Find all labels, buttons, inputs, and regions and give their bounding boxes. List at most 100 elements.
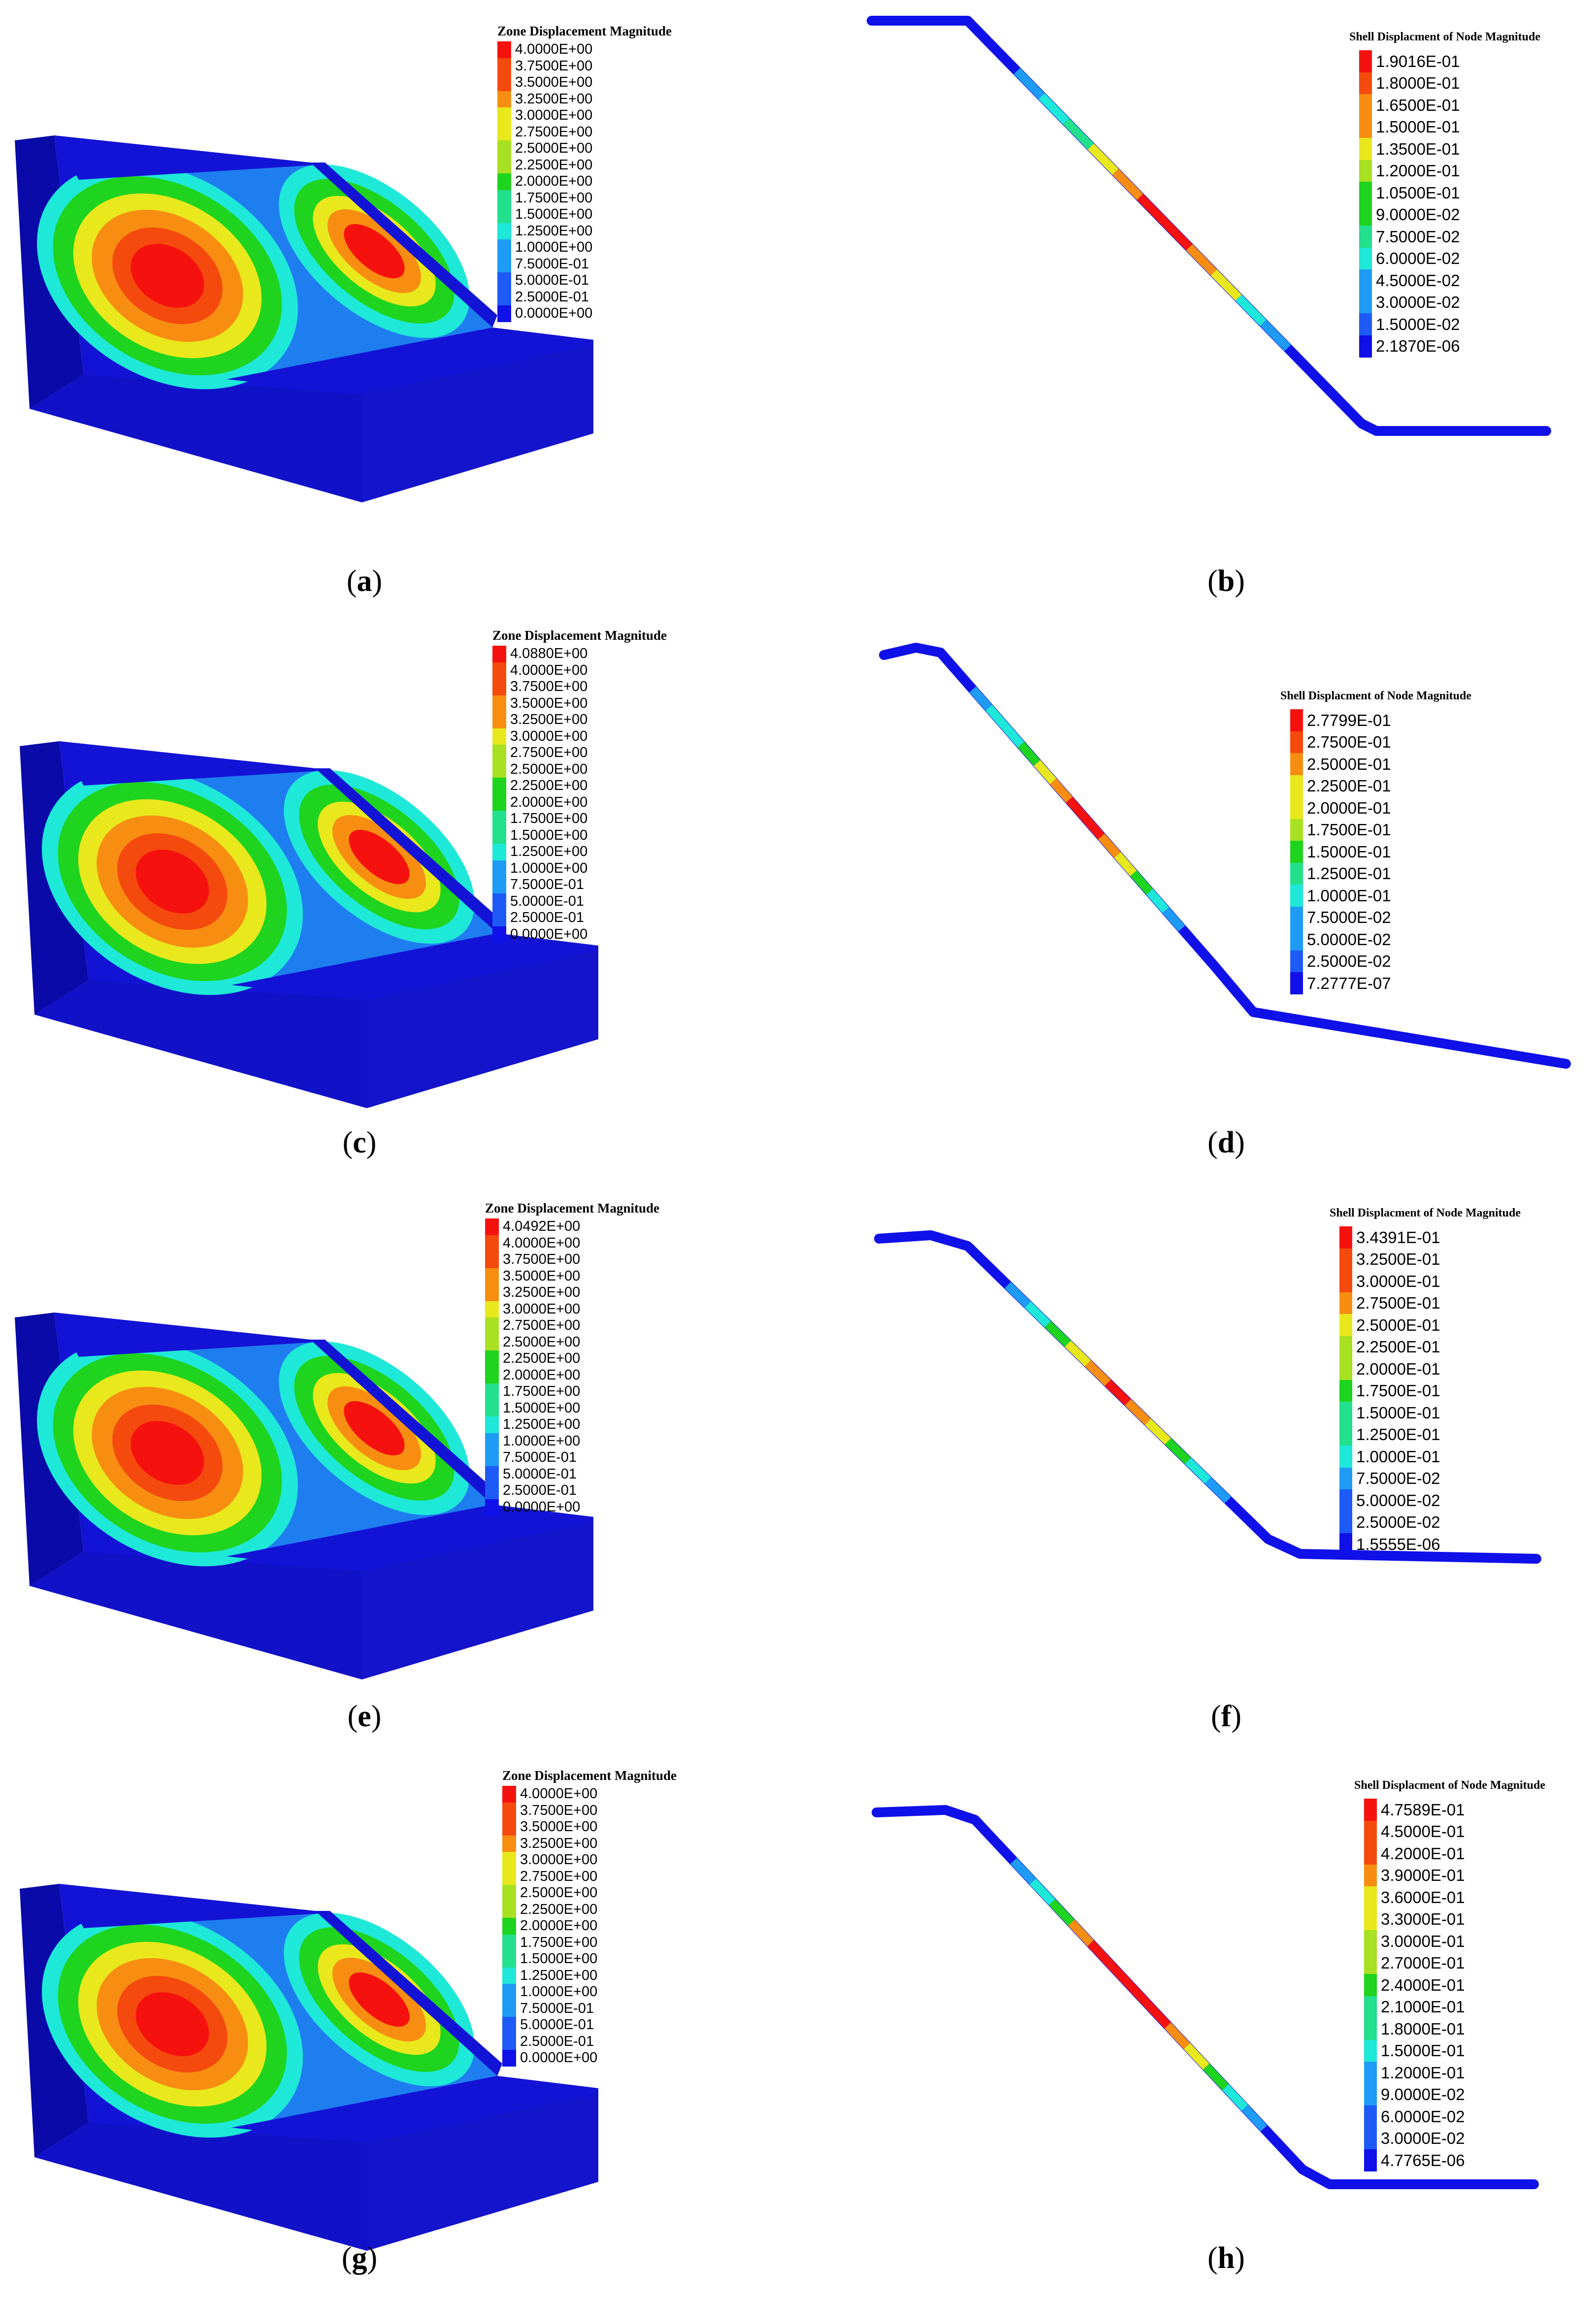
legend-label: 3.5000E+00 bbox=[510, 695, 588, 711]
legend-label: 7.5000E-01 bbox=[503, 1449, 577, 1466]
legend-swatch bbox=[492, 877, 506, 893]
legend-swatch bbox=[492, 761, 506, 778]
shell-profile-f bbox=[874, 1230, 1541, 1564]
shell-segment bbox=[1162, 907, 1185, 932]
legend-label: 0.0000E+00 bbox=[520, 2050, 598, 2066]
shell-segment bbox=[964, 17, 996, 49]
shell-segment bbox=[1235, 295, 1267, 326]
legend-label: 2.5000E-01 bbox=[1356, 1315, 1440, 1334]
shell-segment bbox=[1024, 1301, 1051, 1328]
legend-swatch bbox=[1364, 2062, 1377, 2084]
legend-swatch bbox=[1290, 862, 1303, 885]
shell-segment bbox=[1049, 778, 1073, 803]
legend-swatch bbox=[502, 1951, 516, 1968]
legend-title: Zone Displacement Magnitude bbox=[492, 628, 667, 643]
shell-segment bbox=[1164, 2022, 1190, 2049]
legend-label: 3.0000E-02 bbox=[1376, 293, 1460, 312]
shell-segment bbox=[984, 1262, 1011, 1288]
shell-segment bbox=[1029, 1878, 1056, 1906]
legend-swatch bbox=[502, 2050, 516, 2067]
legend-label: 2.7500E-01 bbox=[1307, 733, 1391, 752]
caption-g: (g) bbox=[341, 2241, 378, 2275]
legend-swatch bbox=[1290, 753, 1303, 775]
legend-label: 2.7500E+00 bbox=[510, 745, 588, 761]
shell-profile-d bbox=[879, 643, 1571, 1069]
shell-segment bbox=[1034, 760, 1057, 785]
shell-segment bbox=[972, 1816, 998, 1843]
model-toe bbox=[231, 2076, 598, 2142]
legend-label: 4.0492E+00 bbox=[503, 1218, 581, 1235]
legend-swatch bbox=[485, 1334, 499, 1351]
legend-label: 2.5000E-01 bbox=[503, 1482, 577, 1499]
legend-swatch bbox=[485, 1235, 499, 1252]
shell-segment bbox=[1222, 2084, 1248, 2111]
legend-label: 1.7500E+00 bbox=[510, 811, 588, 827]
legend-swatch bbox=[485, 1301, 499, 1318]
legend-label: 4.5000E-02 bbox=[1376, 271, 1460, 290]
shell-segment bbox=[1137, 194, 1168, 226]
shell-segment bbox=[1005, 1281, 1031, 1308]
legend-swatch bbox=[1364, 1952, 1377, 1974]
legend-swatch bbox=[497, 206, 511, 223]
legend-label: 9.0000E-02 bbox=[1376, 205, 1460, 224]
legend-swatch bbox=[502, 1901, 516, 1918]
legend-swatch bbox=[1339, 1226, 1352, 1249]
legend-label: 3.9000E-01 bbox=[1381, 1866, 1465, 1885]
legend-label: 4.0000E+00 bbox=[515, 41, 593, 58]
legend-swatch bbox=[497, 124, 511, 141]
legend-swatch bbox=[492, 679, 506, 695]
legend-swatch bbox=[1359, 313, 1372, 335]
legend-label: 1.2500E+00 bbox=[515, 223, 593, 239]
legend-label: 1.3500E-01 bbox=[1376, 139, 1460, 158]
legend-label: 2.0000E+00 bbox=[510, 794, 588, 810]
shell-segment bbox=[1210, 269, 1242, 301]
legend-swatch bbox=[1339, 1489, 1352, 1511]
legend-swatch bbox=[485, 1482, 499, 1499]
legend-label: 1.8000E-01 bbox=[1376, 74, 1460, 93]
legend-swatch bbox=[1290, 928, 1303, 951]
legend-swatch bbox=[1339, 1270, 1352, 1292]
legend-swatch bbox=[497, 58, 511, 75]
legend-swatch bbox=[1339, 1358, 1352, 1380]
shell-segment bbox=[964, 1243, 991, 1269]
legend-swatch bbox=[492, 662, 506, 679]
shell-segment bbox=[1334, 395, 1365, 427]
model-toe bbox=[227, 1505, 593, 1571]
shell-segment bbox=[1309, 370, 1340, 402]
shell-segment bbox=[1065, 1340, 1091, 1367]
shell-segment bbox=[1161, 219, 1193, 251]
caption-a: (a) bbox=[346, 564, 383, 598]
legend-label: 2.2500E+00 bbox=[503, 1350, 581, 1367]
legend-swatch bbox=[492, 712, 506, 728]
caption-f: (f) bbox=[1211, 1700, 1241, 1733]
shell-segment bbox=[969, 686, 992, 711]
legend-swatch bbox=[492, 745, 506, 761]
legend-swatch bbox=[492, 794, 506, 811]
legend-swatch bbox=[1364, 1842, 1377, 1865]
shell-segment bbox=[1013, 67, 1045, 99]
legend-swatch bbox=[1339, 1402, 1352, 1424]
legend-label: 1.0000E-01 bbox=[1356, 1447, 1440, 1466]
shell-segment bbox=[1225, 1497, 1251, 1523]
legend-label: 2.4000E-01 bbox=[1381, 1975, 1465, 1994]
legend-swatch bbox=[492, 695, 506, 712]
legend-swatch bbox=[1364, 1886, 1377, 1908]
legend-swatch bbox=[485, 1268, 499, 1285]
model-right-edge bbox=[315, 768, 502, 933]
legend-swatch bbox=[502, 2017, 516, 2034]
legend-label: 2.5000E+00 bbox=[510, 761, 588, 777]
shell-segment bbox=[1107, 1961, 1133, 1988]
legend-label: 2.0000E+00 bbox=[520, 1918, 598, 1934]
shell-segment bbox=[1010, 1858, 1036, 1885]
legend-title: Zone Displacement Magnitude bbox=[497, 24, 672, 38]
legend-swatch bbox=[1339, 1336, 1352, 1358]
shell-profile-h bbox=[872, 1805, 1539, 2189]
legend-swatch bbox=[1359, 182, 1372, 204]
shell-segment bbox=[1186, 244, 1217, 276]
legend-label: 5.0000E-02 bbox=[1356, 1491, 1440, 1510]
legend-label: 1.0000E+00 bbox=[515, 239, 593, 256]
legend-label: 4.0880E+00 bbox=[510, 646, 588, 662]
legend-title: Shell Displacment of Node Magnitude bbox=[1349, 31, 1541, 43]
